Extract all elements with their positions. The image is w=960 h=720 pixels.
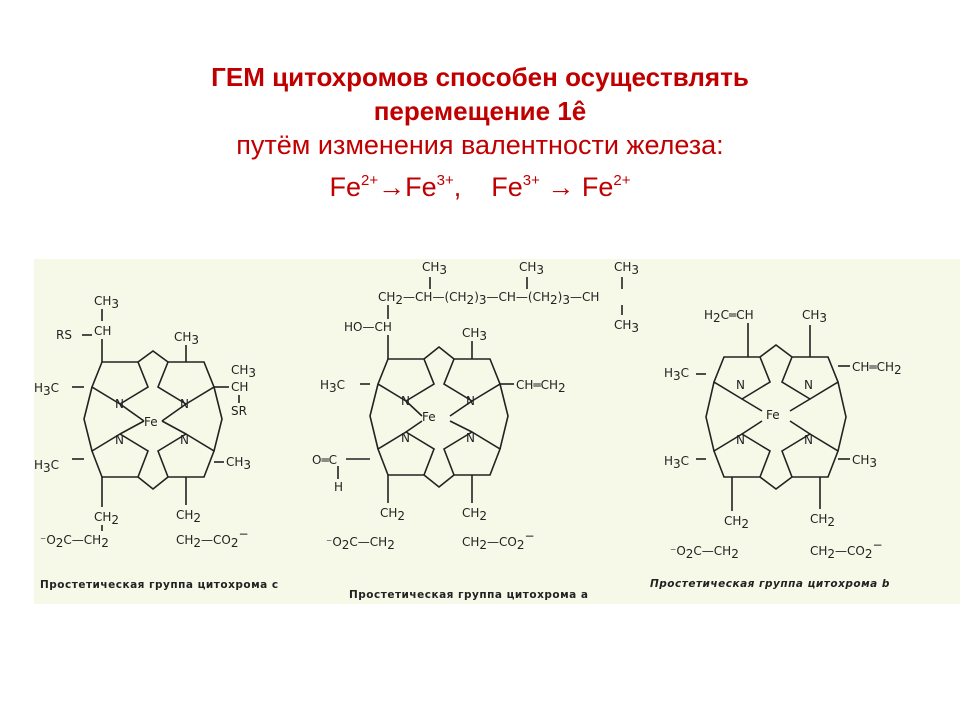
title-line-2: перемещение 1ê — [373, 96, 587, 126]
svg-text:CH3: CH3 — [231, 363, 256, 380]
svg-text:O═C: O═C — [312, 453, 337, 467]
svg-text:CH2—CO2−: CH2—CO2− — [176, 527, 249, 550]
pyrrole-ring-2 — [157, 361, 215, 405]
svg-text:CH═CH2: CH═CH2 — [516, 378, 566, 395]
eq-charge-2: 3+ — [436, 172, 454, 189]
pyrrole-ring-a2 — [443, 358, 501, 402]
eq-charge-3: 3+ — [522, 172, 540, 189]
structure-cytochrome-c: Fe N N N N CH CH3 RS CH3 CH3 CH SR H3C H… — [34, 294, 256, 550]
equation: Fe2+→Fe3+, Fe3+ → Fe2+ — [0, 163, 960, 205]
pyrrole-ring-a1 — [377, 358, 435, 402]
caption-cytochrome-c: Простетическая группа цитохрома c — [40, 579, 279, 591]
svg-text:CH2: CH2 — [176, 508, 201, 525]
svg-text:N: N — [180, 397, 189, 411]
svg-text:CH: CH — [231, 380, 248, 394]
svg-text:CH2: CH2 — [380, 506, 405, 523]
pyrrole-ring-1 — [91, 361, 149, 405]
svg-text:N: N — [466, 431, 475, 445]
svg-text:CH3: CH3 — [94, 294, 119, 311]
svg-text:N: N — [115, 433, 124, 447]
svg-text:HO—CH: HO—CH — [344, 320, 392, 334]
title-line-3: путём изменения валентности железа: — [236, 130, 724, 160]
svg-text:CH2—CH—(CH2)3—CH—(CH2)3—CH: CH2—CH—(CH2)3—CH—(CH2)3—CH — [378, 290, 599, 307]
pyrrole-ring-a3 — [377, 431, 435, 476]
svg-text:CH3: CH3 — [174, 330, 199, 347]
svg-text:N: N — [401, 394, 410, 408]
svg-text:N: N — [466, 394, 475, 408]
svg-text:CH3: CH3 — [462, 326, 487, 343]
svg-text:H3C: H3C — [34, 458, 59, 475]
svg-text:CH2—CO2−: CH2—CO2− — [810, 538, 883, 561]
svg-text:N: N — [736, 433, 745, 447]
eq-fe-1: Fe — [329, 172, 361, 202]
svg-text:N: N — [115, 397, 124, 411]
pyrrole-ring-a4 — [443, 431, 501, 476]
svg-text:CH3: CH3 — [852, 453, 877, 470]
svg-text:H3C: H3C — [34, 381, 59, 398]
svg-text:H3C: H3C — [320, 378, 345, 395]
pyrrole-ring-b1 — [713, 356, 771, 400]
heme-structures-figure: Fe N N N N CH CH3 RS CH3 CH3 CH SR H3C H… — [34, 259, 960, 604]
eq-fe-4: Fe — [581, 172, 614, 202]
svg-text:CH═CH2: CH═CH2 — [852, 360, 902, 377]
svg-text:N: N — [180, 433, 189, 447]
svg-text:Fe: Fe — [766, 408, 780, 422]
svg-text:N: N — [401, 431, 410, 445]
svg-text:CH2: CH2 — [810, 512, 835, 529]
svg-text:CH3: CH3 — [614, 260, 639, 277]
svg-text:CH3: CH3 — [802, 308, 827, 325]
eq-fe-2: Fe — [405, 172, 437, 202]
pyrrole-ring-b3 — [713, 433, 771, 478]
pyrrole-ring-3 — [91, 433, 149, 478]
pyrrole-ring-b4 — [781, 433, 839, 478]
eq-charge-1: 2+ — [360, 172, 379, 189]
svg-text:N: N — [736, 378, 745, 392]
svg-text:CH2: CH2 — [94, 510, 119, 527]
svg-text:SR: SR — [231, 404, 247, 418]
svg-text:N: N — [804, 378, 813, 392]
svg-text:H3C: H3C — [664, 454, 689, 471]
svg-text:H3C: H3C — [664, 366, 689, 383]
pyrrole-ring-4 — [157, 433, 215, 478]
svg-text:N: N — [804, 433, 813, 447]
svg-text:Fe: Fe — [144, 415, 158, 429]
svg-text:RS: RS — [56, 328, 72, 342]
structure-cytochrome-a: Fe N N N N HO—CH CH2—CH—(CH2)3—CH—(CH2)3… — [312, 260, 639, 552]
eq-arrow-1: → — [378, 172, 406, 202]
eq-arrow-2: → — [547, 172, 575, 202]
title-line-1: ГЕМ цитохромов способен осуществлять — [211, 62, 749, 92]
svg-text:CH3: CH3 — [519, 260, 544, 277]
pyrrole-ring-b2 — [781, 356, 839, 400]
title-block: ГЕМ цитохромов способен осуществлять пер… — [0, 60, 960, 205]
svg-text:H2C═CH: H2C═CH — [704, 308, 754, 325]
svg-text:CH3: CH3 — [422, 260, 447, 277]
svg-text:H: H — [334, 480, 343, 494]
svg-text:⁻O2C—CH2: ⁻O2C—CH2 — [40, 533, 109, 550]
svg-text:CH3: CH3 — [614, 318, 639, 335]
svg-text:CH2: CH2 — [462, 506, 487, 523]
svg-text:⁻O2C—CH2: ⁻O2C—CH2 — [670, 544, 739, 561]
svg-text:CH2—CO2−: CH2—CO2− — [462, 529, 535, 552]
caption-cytochrome-b: Простетическая группа цитохрома b — [650, 578, 890, 590]
svg-text:CH: CH — [94, 324, 111, 338]
svg-text:⁻O2C—CH2: ⁻O2C—CH2 — [326, 535, 395, 552]
eq-fe-3: Fe — [491, 172, 523, 202]
structure-cytochrome-b: Fe N N N N H2C═CH CH3 CH═CH2 H3C H3C CH3… — [664, 308, 902, 561]
eq-charge-4: 2+ — [613, 172, 631, 189]
caption-cytochrome-a: Простетическая группа цитохрома a — [349, 589, 589, 601]
svg-text:CH2: CH2 — [724, 514, 749, 531]
structures-svg: Fe N N N N CH CH3 RS CH3 CH3 CH SR H3C H… — [34, 260, 902, 561]
svg-text:Fe: Fe — [422, 410, 436, 424]
eq-separator: , — [453, 172, 462, 202]
svg-text:CH3: CH3 — [226, 455, 251, 472]
